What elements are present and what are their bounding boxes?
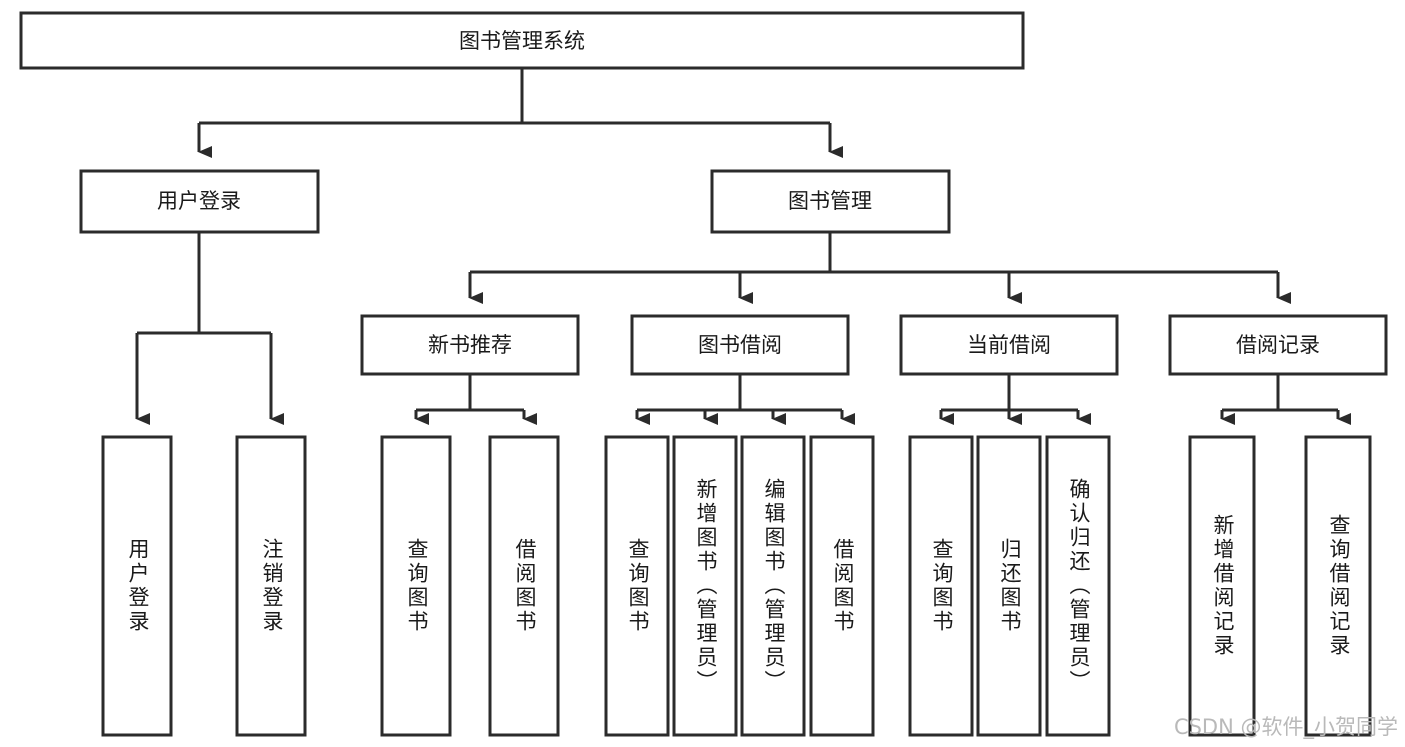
node-current-borrow-label: 当前借阅: [967, 333, 1051, 357]
leaf-current-borrow-3-label: 确认归还（管理员）: [1067, 478, 1091, 694]
leaf-user-login-2-box: [235, 435, 307, 737]
leaf-new-book-1-box: [380, 435, 452, 737]
leaf-current-borrow-3[interactable]: 确认归还（管理员）: [1045, 435, 1111, 737]
node-book-management-label: 图书管理: [788, 189, 872, 213]
leaf-new-book-2-label: 借阅图书: [513, 538, 537, 634]
leaf-book-borrow-2-label: 新增图书（管理员）: [694, 478, 718, 694]
leaf-user-login-1-label: 用户登录: [126, 538, 150, 634]
leaf-book-borrow-2-box: [672, 435, 738, 737]
node-user-login[interactable]: 用户登录: [79, 169, 320, 234]
leaf-book-borrow-3[interactable]: 编辑图书（管理员）: [740, 435, 806, 737]
leaf-borrow-records-2-box: [1304, 435, 1372, 737]
node-borrow-records[interactable]: 借阅记录: [1168, 314, 1388, 376]
leaf-borrow-records-1[interactable]: 新增借阅记录: [1188, 435, 1256, 737]
leaf-user-login-1[interactable]: 用户登录: [101, 435, 173, 737]
leaf-user-login-2[interactable]: 注销登录: [235, 435, 307, 737]
leaf-book-borrow-1-label: 查询图书: [626, 538, 650, 634]
leaf-book-borrow-1-box: [604, 435, 670, 737]
node-book-management-box: [710, 169, 951, 234]
leaf-current-borrow-2[interactable]: 归还图书: [976, 435, 1042, 737]
leaf-new-book-2[interactable]: 借阅图书: [488, 435, 560, 737]
node-borrow-records-box: [1168, 314, 1388, 376]
watermark: CSDN @软件_小贺同学: [1174, 715, 1398, 740]
leaf-book-borrow-4-label: 借阅图书: [831, 538, 855, 634]
node-root-label: 图书管理系统: [459, 29, 585, 53]
node-borrow-records-label: 借阅记录: [1236, 333, 1320, 357]
leaf-user-login-1-box: [101, 435, 173, 737]
leaf-current-borrow-2-label: 归还图书: [998, 538, 1022, 634]
leaf-new-book-2-box: [488, 435, 560, 737]
node-root-system[interactable]: 图书管理系统: [19, 11, 1025, 70]
leaf-current-borrow-1-label: 查询图书: [930, 538, 954, 634]
node-current-borrow[interactable]: 当前借阅: [899, 314, 1119, 376]
leaf-current-borrow-3-box: [1045, 435, 1111, 737]
node-book-borrow-label: 图书借阅: [698, 333, 782, 357]
leaf-current-borrow-2-box: [976, 435, 1042, 737]
leaf-user-login-2-label: 注销登录: [260, 538, 284, 634]
leaf-borrow-records-1-label: 新增借阅记录: [1211, 514, 1235, 658]
leaf-borrow-records-2[interactable]: 查询借阅记录: [1304, 435, 1372, 737]
leaf-new-book-1-label: 查询图书: [405, 538, 429, 634]
leaf-current-borrow-1-box: [908, 435, 974, 737]
leaf-book-borrow-4-box: [809, 435, 875, 737]
node-book-borrow[interactable]: 图书借阅: [630, 314, 850, 376]
leaf-book-borrow-4[interactable]: 借阅图书: [809, 435, 875, 737]
node-new-book-recommend[interactable]: 新书推荐: [360, 314, 580, 376]
node-root-box: [19, 11, 1025, 70]
node-current-borrow-box: [899, 314, 1119, 376]
node-new-book-recommend-box: [360, 314, 580, 376]
node-user-login-label: 用户登录: [157, 189, 241, 213]
leaf-book-borrow-3-box: [740, 435, 806, 737]
leaf-book-borrow-3-label: 编辑图书（管理员）: [762, 478, 786, 694]
leaf-book-borrow-2[interactable]: 新增图书（管理员）: [672, 435, 738, 737]
node-new-book-recommend-label: 新书推荐: [428, 333, 512, 357]
leaf-borrow-records-2-label: 查询借阅记录: [1327, 514, 1351, 658]
node-book-borrow-box: [630, 314, 850, 376]
leaf-borrow-records-1-box: [1188, 435, 1256, 737]
leaf-current-borrow-1[interactable]: 查询图书: [908, 435, 974, 737]
node-book-management[interactable]: 图书管理: [710, 169, 951, 234]
leaf-book-borrow-1[interactable]: 查询图书: [604, 435, 670, 737]
leaf-new-book-1[interactable]: 查询图书: [380, 435, 452, 737]
